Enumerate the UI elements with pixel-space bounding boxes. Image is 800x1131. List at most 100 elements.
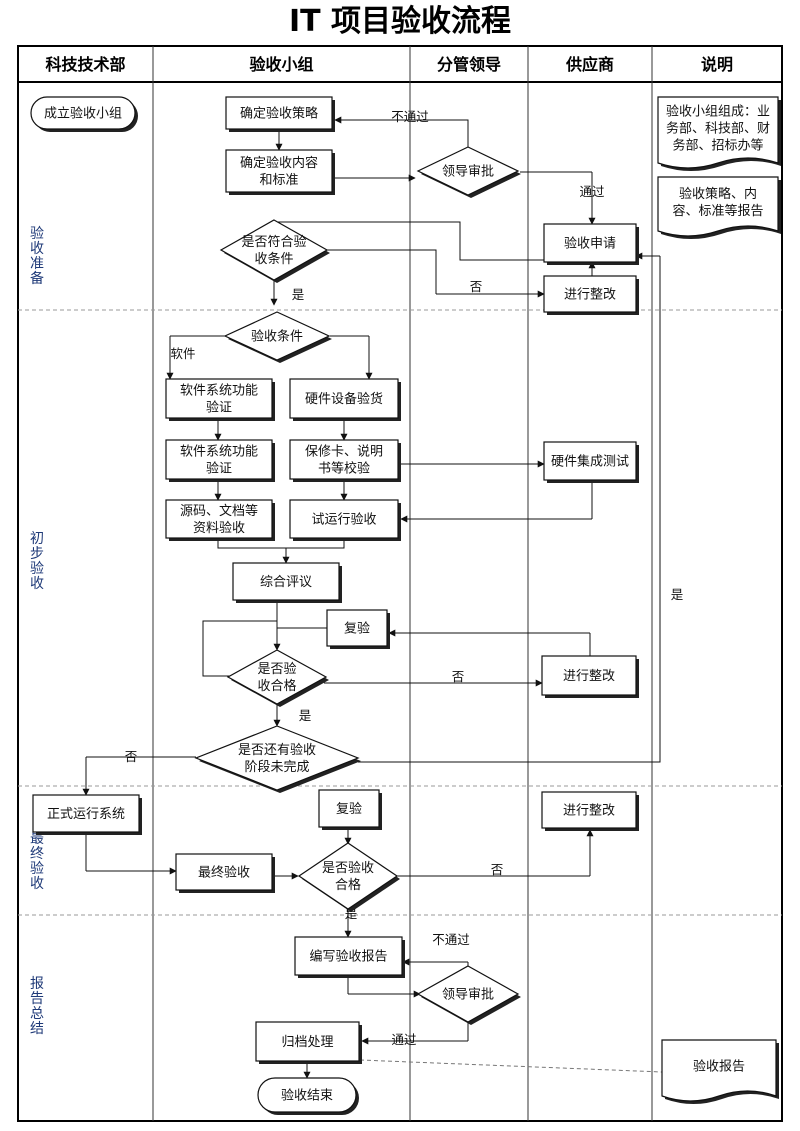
node-trial	[289, 499, 399, 539]
node-warranty	[289, 439, 399, 480]
svg-text:收: 收	[30, 241, 44, 257]
node-review-eval	[232, 562, 340, 601]
edge-label-pass: 通过	[391, 1032, 417, 1047]
connector-line	[380, 119, 469, 149]
edge-label-yes: 是	[671, 587, 684, 602]
node-final-accept-text: 最终验收	[198, 865, 250, 881]
node-trial-text: 试运行验收	[311, 512, 376, 528]
node-more-stages-text: 是否还有验收	[238, 742, 316, 758]
edge-label-pass: 通过	[579, 184, 605, 199]
edge-label-no: 否	[452, 669, 465, 684]
svg-text:终: 终	[30, 846, 44, 862]
edge-label-no: 否	[470, 279, 483, 294]
node-meet-cond-text: 收条件	[254, 251, 293, 267]
node-final-accept	[175, 853, 273, 891]
node-write-report	[294, 936, 403, 976]
svg-text:准: 准	[30, 256, 44, 272]
connector-line	[358, 256, 661, 763]
node-sw-verify2-text: 验证	[206, 461, 232, 477]
node-accept-cond-text: 验收条件	[251, 329, 303, 345]
node-apply-text: 验收申请	[564, 236, 616, 252]
svg-text:收: 收	[30, 876, 44, 892]
node-accept-cond	[223, 311, 331, 361]
node-rectify1	[543, 275, 637, 313]
edge-label-not-pass: 不通过	[391, 109, 429, 124]
node-setup-group-text: 成立验收小组	[44, 106, 122, 122]
node-pass2-text: 是否验收	[322, 860, 374, 876]
note-acceptance-report-text: 验收报告	[693, 1059, 745, 1075]
phase-label: 最终验收	[30, 831, 44, 892]
lane-header: 科技技术部	[45, 55, 125, 74]
node-review1	[416, 146, 520, 196]
lane-header: 说明	[701, 55, 733, 74]
edge-label-yes: 是	[292, 287, 305, 302]
node-source-docs-text: 资料验收	[193, 520, 245, 536]
connector-dashed	[359, 1059, 663, 1073]
node-archive-text: 归档处理	[281, 1035, 333, 1050]
node-sw-verify1	[165, 378, 273, 419]
node-sw-verify1-text: 软件系统功能	[180, 384, 258, 399]
node-review2-text: 领导审批	[442, 988, 494, 1003]
node-end	[257, 1077, 357, 1113]
note-acceptance-report	[661, 1039, 777, 1102]
node-formal-run-text: 正式运行系统	[47, 807, 125, 822]
node-hw-test	[543, 441, 637, 481]
note-group-members-text: 验收小组组成：业	[666, 104, 770, 120]
edge-label-not-pass: 不通过	[432, 932, 470, 947]
svg-text:告: 告	[30, 991, 44, 1007]
node-sw-verify2-text: 软件系统功能	[180, 445, 258, 460]
svg-text:初: 初	[30, 530, 44, 547]
note-strategy-report	[657, 176, 779, 237]
node-recheck1-text: 复验	[344, 621, 370, 637]
node-pass1	[226, 649, 328, 705]
node-content-text: 确定验收内容	[240, 155, 318, 171]
node-apply	[543, 223, 637, 263]
note-group-members-text: 务部、科技部、财	[666, 121, 770, 137]
node-meet-cond	[219, 219, 329, 281]
svg-text:收: 收	[30, 576, 44, 592]
node-archive	[255, 1021, 360, 1062]
node-rectify3	[541, 791, 637, 829]
node-strategy	[225, 96, 333, 130]
node-formal-run	[32, 794, 140, 833]
lane-header: 分管领导	[437, 55, 501, 74]
edge-label-software: 软件	[170, 346, 195, 361]
edge-label-no: 否	[491, 862, 504, 877]
note-group-members-text: 务部、招标办等	[672, 138, 763, 154]
node-rectify2-text: 进行整改	[563, 669, 615, 684]
lane-header: 验收小组	[249, 55, 313, 74]
node-more-stages-text: 阶段未完成	[244, 760, 309, 775]
node-end-text: 验收结束	[281, 1088, 333, 1104]
connector-line	[325, 249, 437, 294]
node-source-docs	[165, 499, 273, 539]
svg-text:验: 验	[30, 861, 44, 877]
node-meet-cond-text: 是否符合验	[241, 234, 306, 250]
node-setup-group	[30, 96, 136, 130]
node-recheck1	[326, 609, 388, 647]
note-group-members	[657, 96, 779, 169]
node-hw-delivery	[289, 378, 399, 419]
node-recheck2	[318, 789, 380, 828]
node-hw-delivery-text: 硬件设备验货	[305, 391, 383, 407]
lane-header: 供应商	[565, 55, 614, 74]
node-pass2	[297, 842, 399, 910]
node-rectify3-text: 进行整改	[563, 804, 615, 819]
node-rectify1-text: 进行整改	[564, 288, 616, 303]
connector-line	[202, 620, 277, 677]
note-strategy-report-text: 容、标准等报告	[672, 203, 763, 219]
node-hw-test-text: 硬件集成测试	[551, 454, 629, 470]
node-recheck2-text: 复验	[336, 801, 362, 817]
svg-text:验: 验	[30, 561, 44, 577]
node-review1-text: 领导审批	[442, 165, 494, 180]
node-sw-verify2	[165, 439, 273, 480]
note-strategy-report-text: 验收策略、内	[679, 186, 757, 202]
node-strategy-text: 确定验收策略	[240, 106, 318, 122]
node-sw-verify1-text: 验证	[206, 400, 232, 416]
node-review2	[416, 965, 520, 1023]
connector-line	[217, 538, 345, 549]
svg-text:验: 验	[30, 226, 44, 242]
